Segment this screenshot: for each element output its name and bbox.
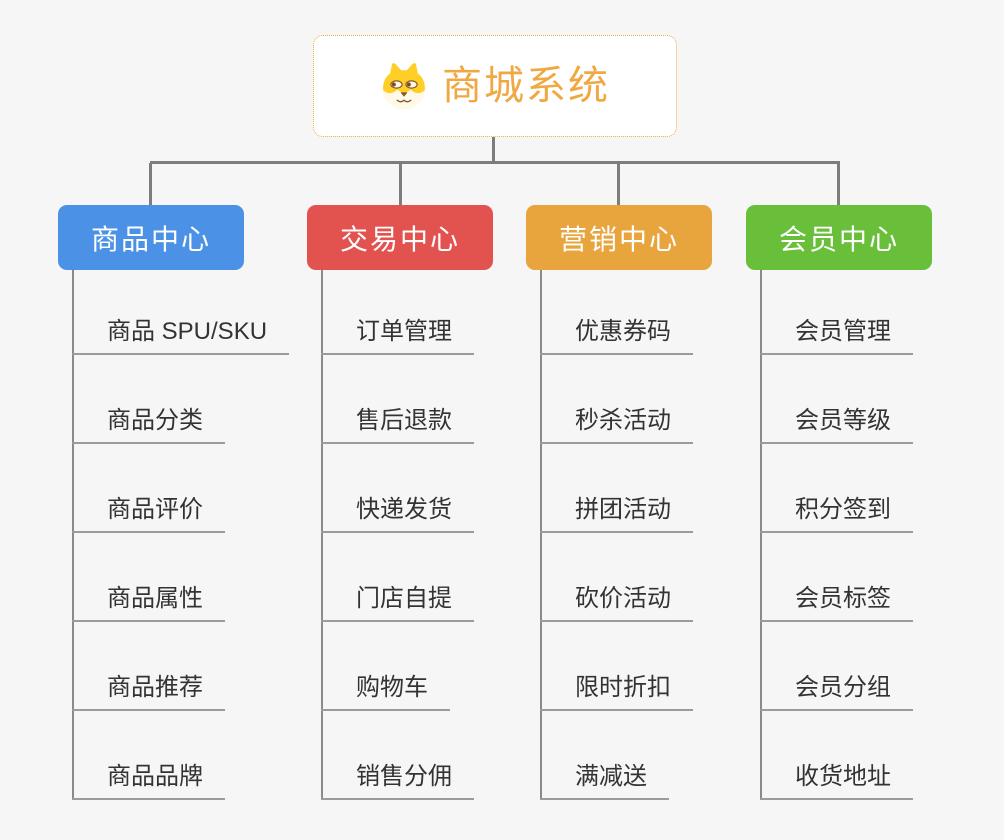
root-node[interactable]: 商城系统 — [313, 35, 677, 137]
branch-label: 商品中心 — [90, 223, 211, 255]
tree-item[interactable]: 收货地址 — [760, 711, 913, 800]
tree-item[interactable]: 秒杀活动 — [540, 355, 693, 444]
tree-item[interactable]: 限时折扣 — [540, 622, 693, 711]
tree-item[interactable]: 售后退款 — [321, 355, 474, 444]
branch-trunk-line — [72, 270, 74, 800]
tree-item[interactable]: 会员标签 — [760, 533, 913, 622]
connector-drop-branch-2 — [399, 163, 402, 207]
branch-header-trade-center[interactable]: 交易中心 — [307, 205, 493, 270]
connector-drop-branch-4 — [837, 163, 840, 207]
tree-item[interactable]: 拼团活动 — [540, 444, 693, 533]
branch-product-center: 商品中心 商品 SPU/SKU 商品分类 商品评价 商品属性 商品推荐 商品品牌 — [58, 205, 290, 800]
connector-root-drop — [492, 137, 495, 163]
branch-label: 会员中心 — [778, 223, 899, 255]
branch-member-center: 会员中心 会员管理 会员等级 积分签到 会员标签 会员分组 收货地址 — [746, 205, 946, 800]
tree-item[interactable]: 商品推荐 — [72, 622, 225, 711]
branch-trunk-line — [760, 270, 762, 800]
connector-drop-branch-1 — [149, 163, 152, 207]
branch-trade-center: 交易中心 订单管理 售后退款 快递发货 门店自提 购物车 销售分佣 — [307, 205, 507, 800]
tree-item[interactable]: 会员等级 — [760, 355, 913, 444]
branch-header-product-center[interactable]: 商品中心 — [58, 205, 244, 270]
branch-header-member-center[interactable]: 会员中心 — [746, 205, 932, 270]
tree-item[interactable]: 商品 SPU/SKU — [72, 266, 290, 355]
tree-item[interactable]: 满减送 — [540, 711, 669, 800]
connector-horizontal — [150, 161, 840, 164]
tree-item[interactable]: 销售分佣 — [321, 711, 474, 800]
tree-item[interactable]: 购物车 — [321, 622, 450, 711]
tree-item[interactable]: 门店自提 — [321, 533, 474, 622]
tree-item[interactable]: 积分签到 — [760, 444, 913, 533]
tree-item[interactable]: 会员管理 — [760, 266, 913, 355]
branch-trunk-line — [540, 270, 542, 800]
tree-item[interactable]: 会员分组 — [760, 622, 913, 711]
branch-label: 交易中心 — [339, 223, 460, 255]
tree-item[interactable]: 订单管理 — [321, 266, 474, 355]
tree-item[interactable]: 商品属性 — [72, 533, 225, 622]
tree-item[interactable]: 商品品牌 — [72, 711, 225, 800]
dog-icon — [383, 62, 425, 110]
branch-header-marketing-center[interactable]: 营销中心 — [526, 205, 712, 270]
branch-label: 营销中心 — [558, 223, 679, 255]
tree-item[interactable]: 砍价活动 — [540, 533, 693, 622]
tree-item[interactable]: 商品评价 — [72, 444, 225, 533]
tree-item[interactable]: 商品分类 — [72, 355, 225, 444]
branch-marketing-center: 营销中心 优惠券码 秒杀活动 拼团活动 砍价活动 限时折扣 满减送 — [526, 205, 726, 800]
tree-item[interactable]: 优惠券码 — [540, 266, 693, 355]
branch-trunk-line — [321, 270, 323, 800]
connector-drop-branch-3 — [617, 163, 620, 207]
root-title: 商城系统 — [442, 64, 610, 108]
tree-item[interactable]: 快递发货 — [321, 444, 474, 533]
